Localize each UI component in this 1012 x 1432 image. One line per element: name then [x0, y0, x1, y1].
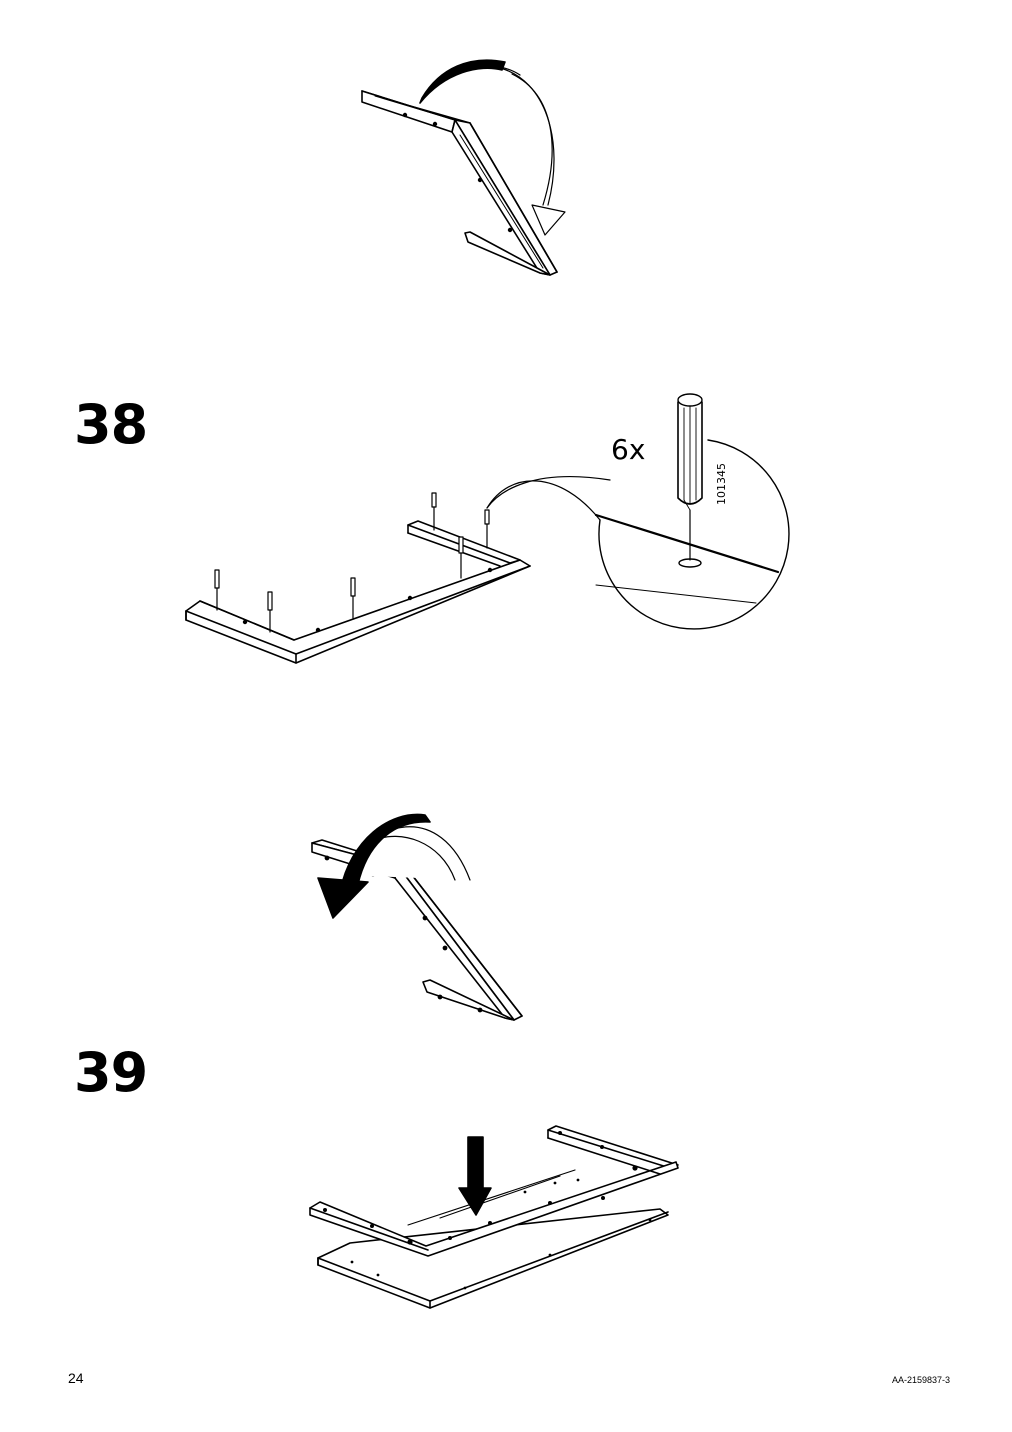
dowel-part-number: 101345 [715, 463, 728, 505]
frame-flip-middle [311, 813, 523, 1021]
rotate-arrow-icon [419, 59, 566, 236]
step-number-39: 39 [74, 1041, 148, 1104]
down-arrow-icon [458, 1136, 492, 1216]
rotate-arrow-icon [317, 813, 471, 919]
dowel-icon [677, 393, 703, 511]
step39-assembly [309, 1125, 679, 1309]
page-number: 24 [68, 1370, 84, 1386]
dowel-quantity: 6x [611, 433, 646, 466]
step38-frame [185, 492, 531, 664]
magnifier-callout [594, 439, 790, 630]
document-id: AA-2159837-3 [891, 1375, 950, 1385]
frame-flip-top [361, 59, 566, 276]
step-number-38: 38 [74, 393, 148, 456]
callout-leader [486, 480, 601, 521]
